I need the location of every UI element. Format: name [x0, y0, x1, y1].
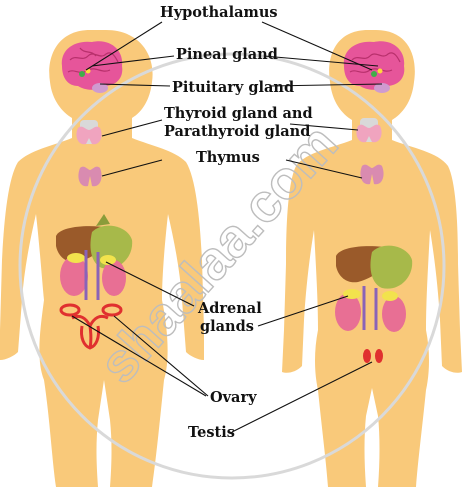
leader-pituitary-right [269, 83, 383, 87]
leader-pineal-left [91, 55, 175, 67]
leader-hypothalamus-left [85, 21, 163, 71]
leader-pituitary-left [99, 83, 171, 87]
label-adrenal-line2: glands [200, 318, 254, 335]
label-thyroid-line1: Thyroid gland and [164, 105, 313, 122]
label-thyroid-line2: Parathyroid gland [164, 123, 310, 140]
leader-thymus-right [285, 159, 363, 179]
male-thymus [360, 164, 384, 185]
female-abdomen-organs [56, 214, 133, 300]
female-thyroid [76, 120, 102, 145]
leader-thyroid-left [101, 119, 163, 137]
label-hypothalamus: Hypothalamus [160, 4, 278, 21]
male-abdomen-organs [335, 245, 413, 332]
leader-adrenal-left [105, 261, 195, 307]
leader-lines [71, 21, 383, 433]
male-thyroid [356, 118, 382, 143]
leader-adrenal-right [257, 295, 349, 327]
label-pituitary-gland: Pituitary gland [172, 79, 294, 96]
leader-ovary-2 [113, 315, 209, 397]
label-ovary: Ovary [210, 389, 257, 406]
leader-hypothalamus-right [261, 21, 373, 71]
label-pineal-gland: Pineal gland [176, 46, 278, 63]
labels: Hypothalamus Pineal gland Pituitary glan… [160, 4, 313, 441]
female-reproductive [59, 303, 123, 350]
label-adrenal-line1: Adrenal [197, 300, 262, 317]
label-testis: Testis [188, 424, 235, 441]
label-thymus: Thymus [196, 149, 260, 166]
leader-thyroid-right [289, 123, 359, 131]
leader-testis [231, 361, 373, 433]
leader-thymus-left [101, 159, 163, 177]
leader-pineal-right [263, 55, 379, 67]
female-thymus [78, 166, 102, 187]
leader-ovary-1 [71, 315, 207, 397]
male-testes [363, 349, 383, 363]
